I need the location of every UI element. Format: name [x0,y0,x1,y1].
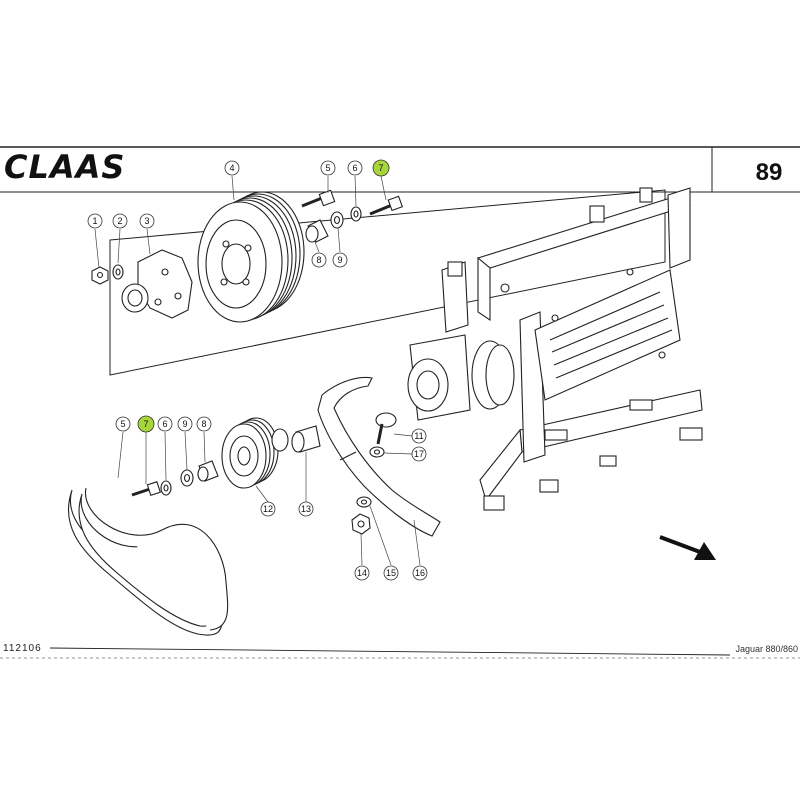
svg-text:7: 7 [378,163,383,173]
washer-part-2 [112,264,124,280]
svg-text:4: 4 [229,163,234,173]
washer-part-15 [356,496,372,508]
svg-text:7: 7 [143,419,148,429]
svg-text:1: 1 [92,216,97,226]
svg-text:8: 8 [316,255,321,265]
sleeve-part-13 [291,425,321,453]
callout-13: 13 [298,501,314,517]
svg-text:5: 5 [325,163,330,173]
belt-part-10 [67,487,229,636]
svg-text:14: 14 [357,568,367,578]
svg-text:16: 16 [415,568,425,578]
washer-part-6-lower [160,480,172,496]
bolt-part-7-upper [369,195,404,216]
callout-14: 14 [354,565,370,581]
frame-assembly [407,187,703,511]
callout-7-upper-highlighted: 7 [372,159,390,177]
callout-7-lower-highlighted: 7 [137,415,155,433]
nut-part-14 [351,513,371,535]
callout-8-lower: 8 [196,416,212,432]
callout-9-upper: 9 [332,252,348,268]
callout-6-upper: 6 [347,160,363,176]
svg-text:2: 2 [117,216,122,226]
hub-flange-part-3 [121,249,193,319]
callout-4: 4 [224,160,240,176]
callout-8-upper: 8 [311,252,327,268]
callout-15: 15 [383,565,399,581]
svg-text:9: 9 [337,255,342,265]
upper-assembly-box [109,189,666,376]
callout-9-lower: 9 [177,416,193,432]
washer-part-17 [369,446,385,458]
page-number: 89 [756,159,783,186]
callout-3: 3 [139,213,155,229]
header-frame [0,146,800,193]
callout-11: 11 [411,428,427,444]
bushing-part-8-lower [197,460,219,482]
callout-5-upper: 5 [320,160,336,176]
bolt-part-5-lower [131,481,161,497]
svg-text:15: 15 [386,568,396,578]
model-label: Jaguar 880/860 [735,644,798,654]
svg-text:12: 12 [263,504,273,514]
callout-16: 16 [412,565,428,581]
lower-parts [67,376,441,636]
bushing-part-8-upper [305,219,329,243]
nut-part-1 [91,266,109,285]
callout-5-lower: 5 [115,416,131,432]
upper-parts [91,189,404,323]
callout-17: 17 [411,446,427,462]
washer-part-9-lower [180,469,194,487]
leader-lines [94,175,421,566]
svg-text:9: 9 [182,419,187,429]
tension-arm-part-16 [317,376,441,537]
callout-12: 12 [260,501,276,517]
svg-text:8: 8 [201,419,206,429]
svg-text:11: 11 [414,431,423,441]
svg-text:17: 17 [414,449,424,459]
callout-6-lower: 6 [157,416,173,432]
callout-2: 2 [112,213,128,229]
direction-arrow-icon [659,535,716,560]
washer-part-9-upper [330,211,344,229]
svg-text:13: 13 [301,504,311,514]
footer-lines [0,647,800,659]
brand-logo: CLAAS [4,148,125,186]
callouts: 1 2 3 4 5 6 7 8 9 5 7 6 9 8 12 13 11 17 … [87,159,428,581]
washer-part-6-upper [350,206,362,222]
bolt-part-5-upper [301,189,336,208]
svg-text:6: 6 [162,419,167,429]
callout-1: 1 [87,213,103,229]
svg-text:6: 6 [352,163,357,173]
svg-text:5: 5 [120,419,125,429]
small-pulley-part-12 [221,417,289,489]
bolt-part-11 [375,412,397,445]
document-number: 112106 [3,643,42,654]
large-pulley-part-4 [197,191,305,323]
svg-text:3: 3 [144,216,149,226]
